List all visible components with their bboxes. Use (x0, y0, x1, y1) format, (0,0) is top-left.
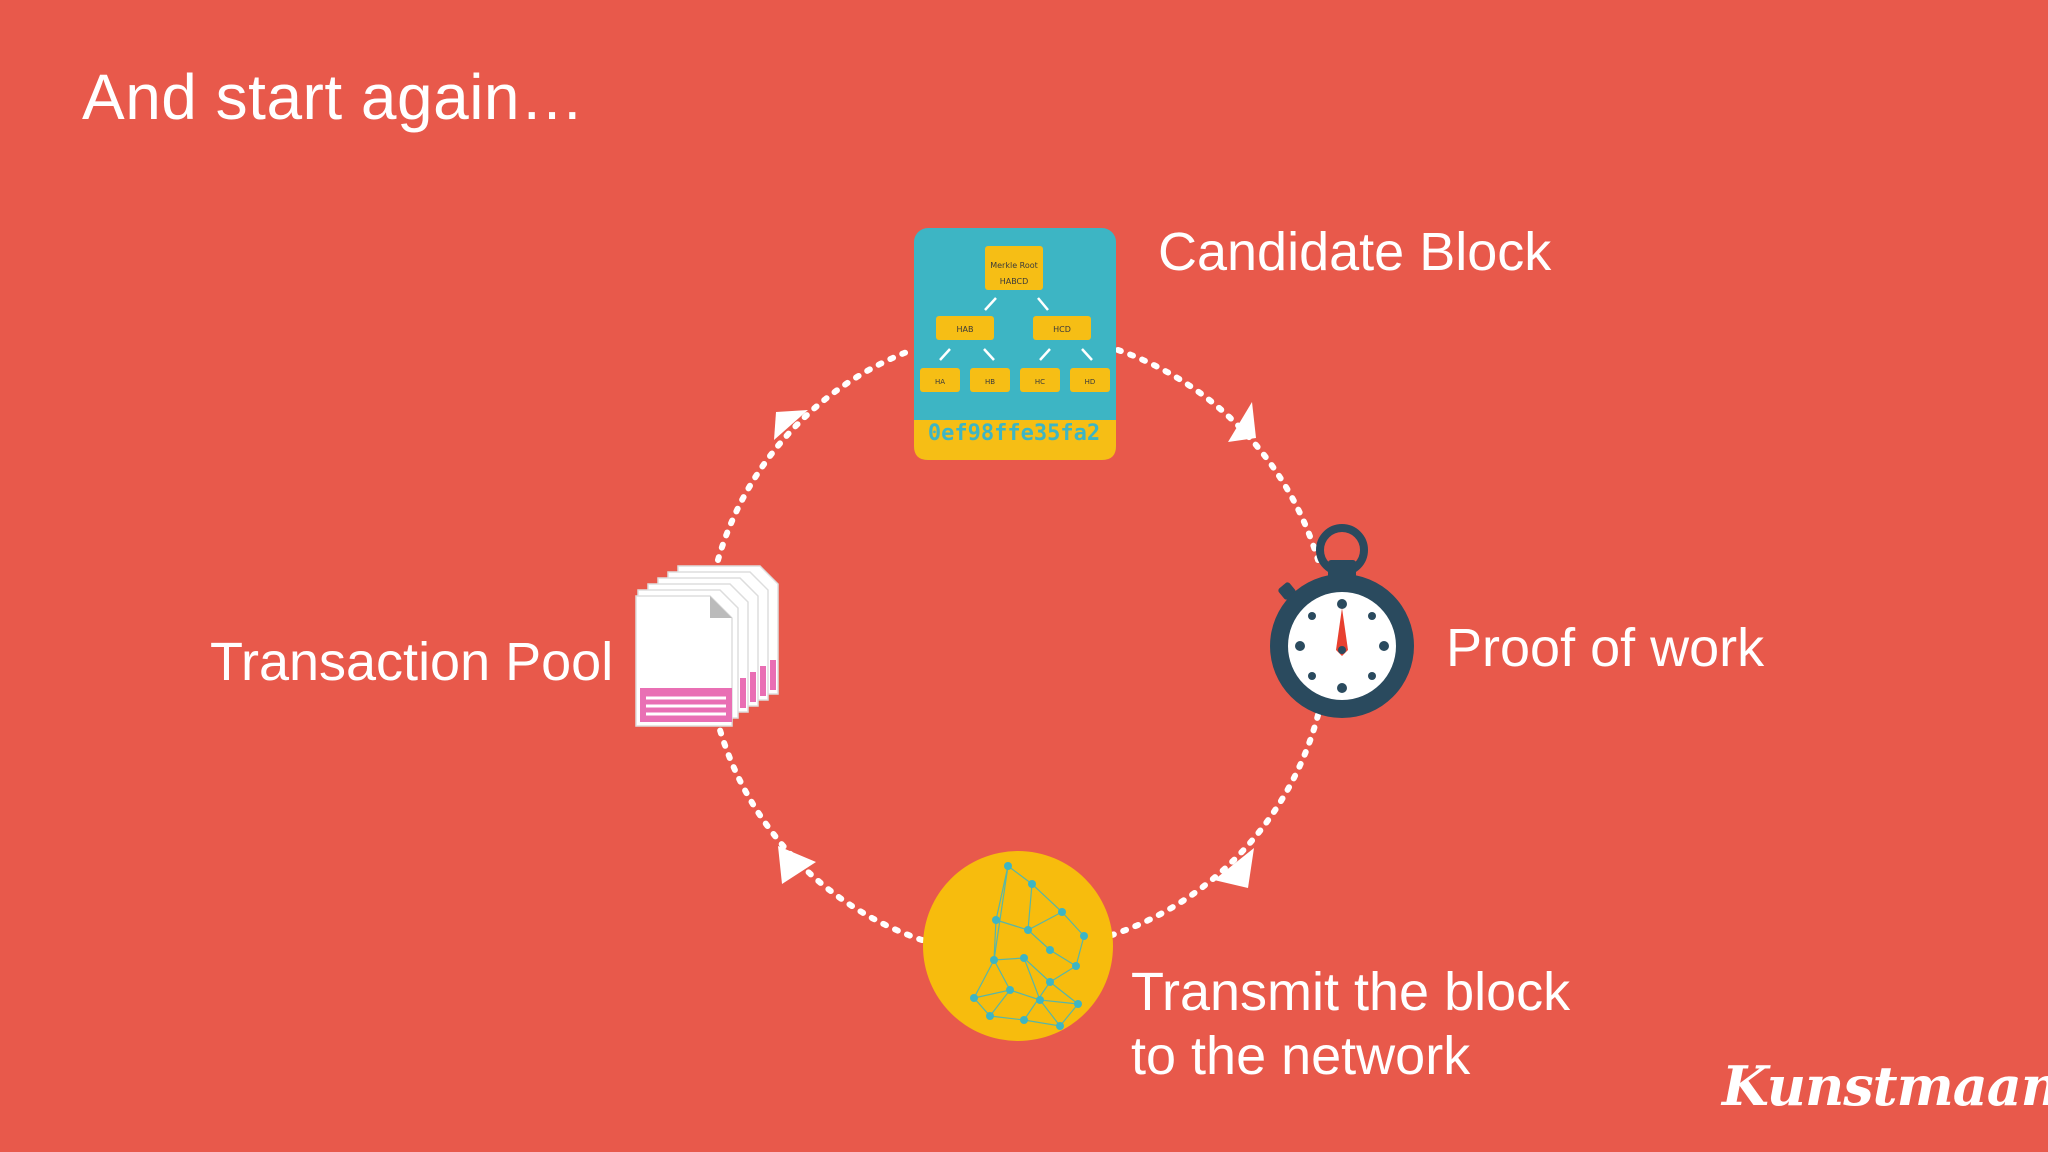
merkle-leaf-ha: HA (935, 378, 945, 386)
transaction-pool-label: Transaction Pool (210, 632, 614, 692)
kunstmaan-logo: Kunstmaan® (1722, 1054, 2048, 1118)
block-hash: 0ef98ffe35fa2 (928, 421, 1100, 446)
merkle-node-hab: HAB (957, 325, 974, 334)
merkle-node-hcd: HCD (1053, 325, 1071, 334)
arrowhead-4 (774, 410, 808, 440)
transaction-pool-icon (635, 565, 779, 727)
candidate-block-icon: Merkle Root HABCD HAB HCD HA HB HC HD 0e… (914, 228, 1116, 460)
slide-title: And start again… (82, 61, 585, 133)
proof-of-work-label: Proof of work (1446, 618, 1765, 678)
arrow-pool-to-block (715, 347, 915, 563)
merkle-root-hash: HABCD (1000, 277, 1029, 286)
merkle-root-label: Merkle Root (990, 261, 1038, 270)
arrow-block-to-pow (1115, 347, 1321, 563)
merkle-leaf-hd: HD (1085, 378, 1096, 386)
arrowhead-3 (778, 846, 816, 884)
arrow-transmit-to-pool (715, 720, 925, 943)
arrowhead-1 (1228, 402, 1256, 442)
merkle-leaf-hb: HB (985, 378, 995, 386)
transmit-label: Transmit the block to the network (1131, 960, 1570, 1088)
arrowhead-2 (1214, 848, 1254, 888)
network-icon (923, 851, 1113, 1041)
transmit-label-line2: to the network (1131, 1026, 1471, 1086)
candidate-block-label: Candidate Block (1158, 222, 1552, 282)
logo-text: Kunstmaan (1722, 1054, 2048, 1118)
stopwatch-icon (1270, 524, 1414, 718)
merkle-leaf-hc: HC (1035, 378, 1045, 386)
arrowheads (774, 402, 1256, 888)
arrow-pow-to-transmit (1109, 712, 1321, 938)
transmit-label-line1: Transmit the block (1131, 962, 1571, 1022)
